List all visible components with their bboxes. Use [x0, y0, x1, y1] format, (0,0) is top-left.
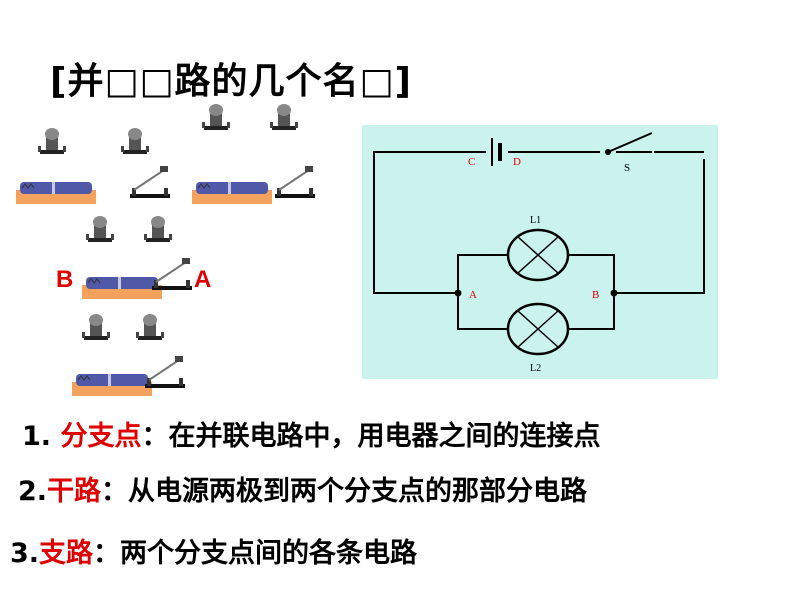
lamp-l1 [506, 228, 570, 282]
bulb-5 [86, 216, 114, 242]
bulb-4 [270, 104, 298, 130]
label-b: B [592, 289, 599, 301]
definition-2: 2.干路：从电源两极到两个分支点的那部分电路 [18, 469, 587, 508]
branch-l2-right [568, 293, 615, 330]
battery-symbol [486, 138, 508, 166]
definition-3: 3.支路：两个分支点间的各条电路 [10, 531, 417, 570]
battery-3 [81, 276, 163, 300]
label-c: C [468, 156, 475, 168]
battery-2 [191, 181, 273, 205]
label-s: S [624, 162, 630, 174]
bulb-8 [136, 314, 164, 340]
branch-l1 [457, 254, 508, 293]
bulb-1 [38, 128, 66, 154]
battery-4 [71, 373, 153, 397]
switch-symbol [600, 129, 712, 159]
bulb-7 [82, 314, 110, 340]
component-illustrations [15, 104, 316, 397]
label-l1: L1 [530, 215, 541, 226]
circuit-diagram: C D S L1 L2 A B [362, 125, 718, 379]
branch-l2 [457, 293, 508, 330]
switch-2 [274, 165, 316, 199]
lamp-l2 [506, 302, 570, 356]
definition-1-term: 分支点 [60, 421, 142, 452]
bulb-6 [144, 216, 172, 242]
label-a: A [469, 289, 477, 301]
physical-label-b: B [56, 266, 74, 293]
switch-4 [144, 355, 186, 389]
bulb-3 [202, 104, 230, 130]
junction-b-dot [610, 289, 618, 297]
definition-1-num: 1. [22, 421, 61, 452]
definition-1: 1. 分支点：在并联电路中，用电器之间的连接点 [22, 414, 600, 453]
label-l2: L2 [530, 363, 541, 374]
definition-3-term: 支路 [39, 538, 94, 569]
definition-1-text: ：在并联电路中，用电器之间的连接点 [141, 421, 601, 452]
junction-a-dot [454, 289, 462, 297]
physical-label-a: A [194, 266, 212, 293]
switch-3 [151, 257, 193, 291]
switch-1 [129, 165, 171, 199]
label-d: D [513, 156, 521, 168]
bulb-2 [121, 128, 149, 154]
definition-2-term: 干路 [47, 476, 102, 507]
definition-3-num: 3. [10, 538, 40, 569]
definition-2-num: 2. [18, 476, 48, 507]
definition-2-text: ：从电源两极到两个分支点的那部分电路 [101, 476, 588, 507]
page-title: [并□□路的几个名□] [50, 61, 412, 102]
branch-l1-right [568, 254, 615, 293]
main-wire-left [373, 151, 488, 294]
definition-3-text: ：两个分支点间的各条电路 [93, 538, 418, 569]
battery-1 [15, 181, 97, 205]
